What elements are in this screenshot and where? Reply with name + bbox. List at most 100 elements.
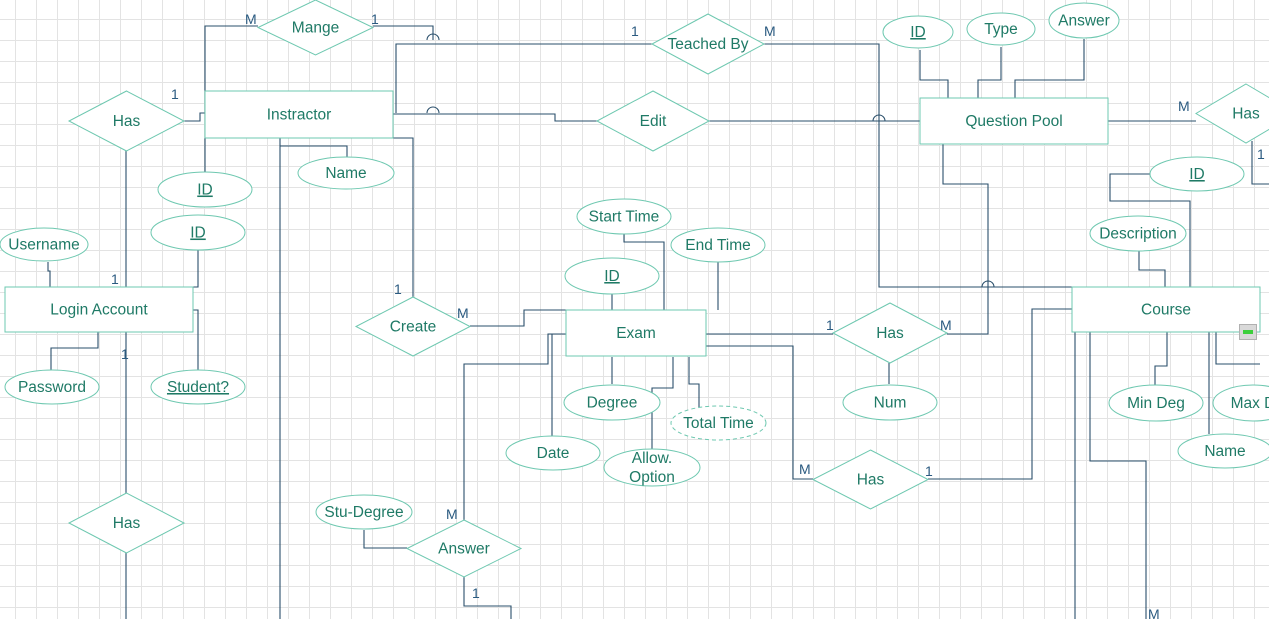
connector-line [1138,250,1166,287]
attribute-instr-name[interactable] [297,156,395,190]
cardinality-exam-has2-m: M [799,461,811,477]
relationship-has-login-bottom[interactable] [67,492,186,554]
entity-login-account[interactable] [4,286,194,333]
relationship-answer[interactable] [405,519,523,578]
cardinality-answer-m: M [446,506,458,522]
cardinality-has-instr-1: 1 [171,86,179,102]
attribute-exam-id[interactable] [564,257,660,295]
attribute-login-username[interactable] [0,227,89,262]
relationship-has-instructor-login[interactable] [67,90,186,152]
relationship-label-create: Create [390,319,437,336]
connector-line [463,577,512,619]
entity-course[interactable] [1071,286,1261,333]
entity-instructor[interactable] [204,90,394,139]
attribute-exam-start-time[interactable] [576,198,672,235]
entity-label-question-pool: Question Pool [965,113,1062,130]
attribute-label-login-password: Password [18,379,86,396]
attribute-course-name[interactable] [1177,433,1269,469]
attribute-label-exam-start-time: Start Time [589,209,660,226]
attribute-course-min-deg[interactable] [1108,384,1204,422]
connector-line [1014,39,1085,98]
attribute-label-login-id: ID [190,225,206,242]
attribute-login-student[interactable] [150,369,246,405]
connector-line [393,137,414,326]
connector-line [623,234,665,310]
entity-exam[interactable] [565,309,707,357]
connector-line [928,308,1072,480]
connector-line [1251,141,1269,185]
relationship-label-edit: Edit [640,113,667,130]
attribute-login-id[interactable] [150,214,246,251]
entity-label-login-account: Login Account [50,302,148,319]
line-jump [426,106,440,114]
connector-line [1089,332,1147,619]
cardinality-login-1b: 1 [121,346,129,362]
entity-label-course: Course [1141,302,1191,319]
attribute-qp-type[interactable] [966,12,1036,46]
connector-line [977,47,1002,98]
line-jump [426,33,440,41]
entity-label-instructor: Instractor [267,107,332,124]
relationship-label-has-exam-course: Has [857,472,885,489]
connector-line [373,25,434,40]
attribute-instr-id[interactable] [157,171,253,208]
attribute-label-exam-degree: Degree [587,395,638,412]
attribute-label-instr-id: ID [197,182,213,199]
relationship-has-exam-course[interactable] [811,449,930,510]
attribute-login-password[interactable] [4,369,100,405]
attribute-exam-allow-option[interactable] [603,448,701,487]
attribute-exam-degree[interactable] [563,384,661,421]
connector-line [1154,332,1168,385]
connector-line [363,530,407,549]
relationship-mange[interactable] [256,0,375,56]
connector-line [393,113,597,122]
cardinality-exam-has-1: 1 [826,317,834,333]
cardinality-create-1: 1 [394,281,402,297]
cardinality-answer-1: 1 [472,585,480,601]
relationship-edit[interactable] [595,90,711,152]
relationship-has-exam-pool[interactable] [831,302,949,364]
cardinality-exam-has2-1: 1 [925,463,933,479]
attribute-exam-end-time[interactable] [670,227,766,263]
relationship-label-has-pool-right: Has [1232,106,1260,123]
entity-label-exam: Exam [616,325,656,342]
relationship-label-mange: Mange [292,20,339,37]
attribute-course-id[interactable] [1149,156,1245,192]
cardinality-pool-has-1: 1 [1257,146,1265,162]
attribute-label-qp-answer: Answer [1058,13,1110,30]
attribute-exam-date[interactable] [505,435,601,471]
connector-line [204,25,258,112]
relationship-label-has-exam-pool: Has [876,325,904,342]
attribute-label-course-name: Name [1204,443,1245,460]
attribute-has-num[interactable] [842,384,938,421]
line-jump [872,114,886,122]
cardinality-mange-left: M [245,11,257,27]
connector-line [193,309,199,370]
attribute-answer-stu-degree[interactable] [315,494,413,530]
attribute-exam-total-time[interactable] [670,405,767,441]
attribute-label-qp-id: ID [910,24,926,41]
relationship-label-teached-by: Teached By [668,36,749,53]
attribute-label-answer-stu-degree: Stu-Degree [324,504,403,521]
attribute-qp-id[interactable] [882,15,954,49]
connector-line [688,357,700,407]
cardinality-create-m: M [457,305,469,321]
relationship-teached-by[interactable] [650,13,766,75]
connector-line [470,309,566,327]
cardinality-mange-right: 1 [371,11,379,27]
entity-question-pool[interactable] [919,97,1109,145]
attribute-label-course-max-deg: Max D [1231,395,1269,412]
relationship-create[interactable] [354,296,472,357]
attribute-label-exam-date: Date [537,445,570,462]
relationship-label-has-login-bottom: Has [113,515,141,532]
relationship-has-pool-right[interactable] [1195,83,1269,144]
attribute-label-login-username: Username [8,237,80,254]
attribute-label-exam-allow-option: Allow.Option [629,450,675,486]
attribute-course-max-deg[interactable] [1212,384,1269,422]
collapse-toggle-icon[interactable] [1239,324,1257,340]
attribute-course-description[interactable] [1089,215,1187,252]
attribute-qp-answer[interactable] [1048,2,1120,39]
connector-line [751,43,1072,288]
connector-line [919,50,949,98]
